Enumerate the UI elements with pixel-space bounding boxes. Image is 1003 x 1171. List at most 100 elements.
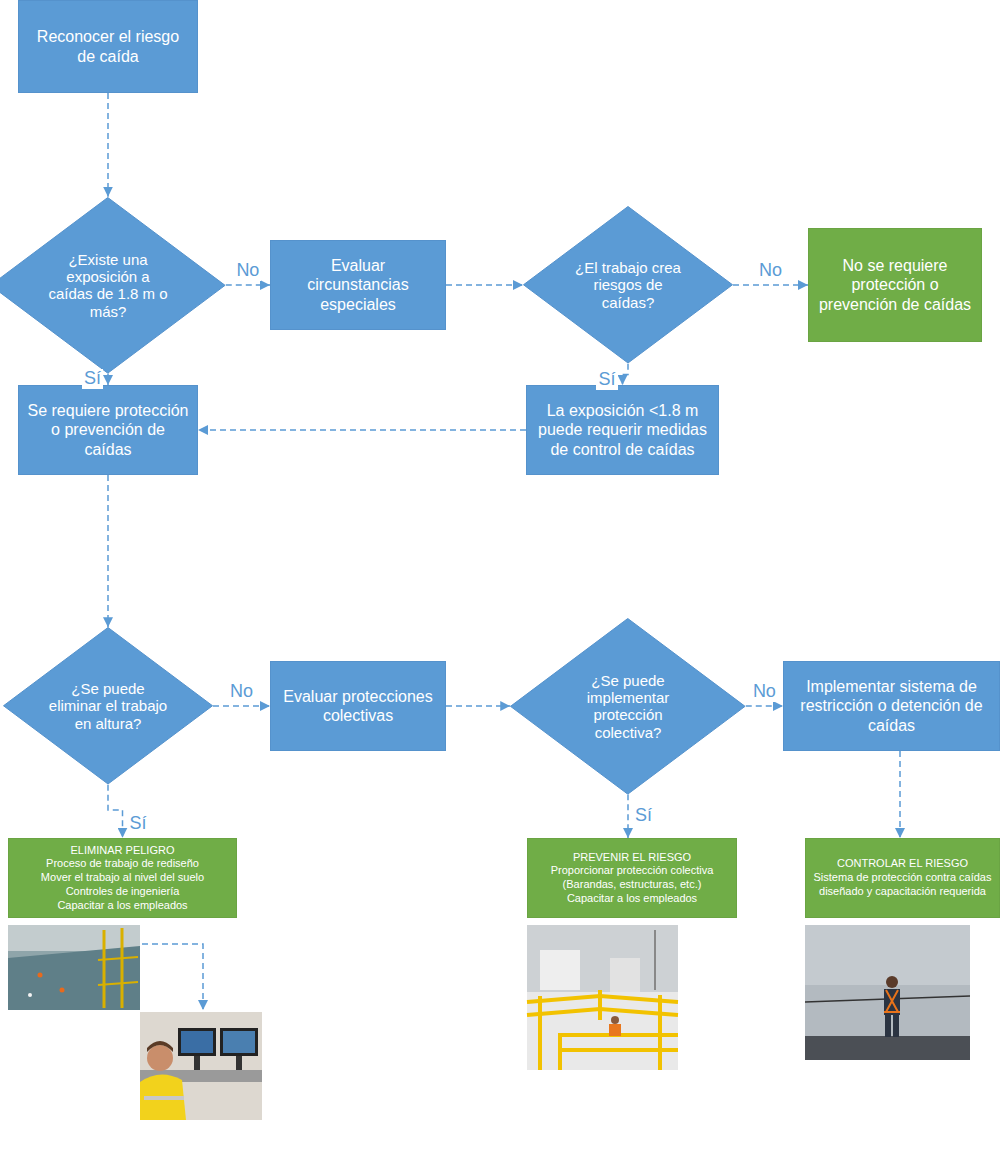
connector <box>213 705 270 707</box>
diamond-shape <box>4 628 213 785</box>
roof-floor <box>527 992 678 1070</box>
node-content: CONTROLAR EL RIESGOSistema de protección… <box>811 857 994 898</box>
photo-office <box>140 1012 262 1120</box>
node-content: ¿Existe una exposición a caídas de 1.8 m… <box>48 250 168 319</box>
scaffold-bar <box>121 928 124 1008</box>
node-content: ¿Se puede eliminar el trabajo en altura? <box>48 680 168 732</box>
photo-sky <box>8 925 140 951</box>
monitor-stand <box>236 1056 242 1070</box>
photo-background <box>527 925 678 1070</box>
edge-label: No <box>228 682 255 702</box>
result-box: No se requiere protección o prevención d… <box>808 228 982 342</box>
node-content: Evaluar protecciones colectivas <box>278 687 438 725</box>
edge-label: No <box>757 261 784 281</box>
edge-label: Sí <box>82 369 103 389</box>
node-text: ¿Se puede eliminar el trabajo en altura? <box>48 680 168 732</box>
guardrail-post <box>538 996 542 1070</box>
worker-figure <box>60 988 65 993</box>
worker-leg <box>893 1015 899 1037</box>
person-vest <box>140 1074 186 1120</box>
node-text: ¿Se puede implementar protección colecti… <box>568 671 688 740</box>
result-item: Capacitar a los empleados <box>14 899 231 913</box>
guardrail-post <box>598 990 602 1020</box>
photo-background <box>805 925 970 1060</box>
monitor-stand <box>194 1056 200 1070</box>
diamond-shape <box>0 197 225 373</box>
node-content: Se requiere protección o prevención de c… <box>26 401 190 459</box>
connector <box>107 93 109 197</box>
guardrail-post <box>658 995 662 1070</box>
edge-label: No <box>751 682 778 702</box>
guardrail <box>527 1009 678 1015</box>
photo-arrow <box>142 944 203 1010</box>
decision-diamond: ¿Se puede implementar protección colecti… <box>510 618 746 795</box>
connector <box>446 284 523 286</box>
process-box: Reconocer el riesgo de caída <box>18 0 198 93</box>
decision-diamond: ¿El trabajo crea riesgos de caídas? <box>523 206 733 364</box>
node-text: ¿El trabajo crea riesgos de caídas? <box>568 259 688 311</box>
result-heading: CONTROLAR EL RIESGO <box>811 857 994 871</box>
building <box>610 958 640 992</box>
guardrail <box>527 996 678 1002</box>
node-content: PREVENIR EL RIESGOProporcionar protecció… <box>533 851 731 906</box>
node-text: Implementar sistema de restricción o det… <box>791 677 992 735</box>
node-text: No se requiere protección o prevención d… <box>816 256 974 314</box>
worker-body <box>884 989 900 1015</box>
photo-background <box>140 1012 262 1120</box>
connector <box>226 284 270 286</box>
process-box: Implementar sistema de restricción o det… <box>783 661 1000 751</box>
connector <box>108 785 123 838</box>
result-item: Mover el trabajo al nivel del suelo <box>14 871 231 885</box>
worker-figure <box>28 993 32 997</box>
diamond-shape <box>524 207 733 364</box>
container-roof <box>805 1036 970 1060</box>
node-text: Se requiere protección o prevención de c… <box>26 401 190 459</box>
building <box>540 950 580 990</box>
photo-sky <box>805 925 970 985</box>
diamond-shape <box>511 618 746 794</box>
process-box: Evaluar protecciones colectivas <box>270 661 446 751</box>
node-content: La exposición <1.8 m puede requerir medi… <box>534 401 711 459</box>
node-text: ¿Existe una exposición a caídas de 1.8 m… <box>48 250 168 319</box>
process-box: Evaluar circunstancias especiales <box>270 240 446 330</box>
node-content: ¿El trabajo crea riesgos de caídas? <box>568 259 688 311</box>
connector <box>733 284 808 286</box>
process-box: La exposición <1.8 m puede requerir medi… <box>526 385 719 475</box>
node-content: ¿Se puede implementar protección colecti… <box>568 671 688 740</box>
node-content: Implementar sistema de restricción o det… <box>791 677 992 735</box>
edge-label: Sí <box>128 814 149 834</box>
result-item: Sistema de protección contra caídas dise… <box>811 871 994 899</box>
result-heading: ELIMINAR PELIGRO <box>14 844 231 858</box>
connector <box>746 705 783 707</box>
node-text: La exposición <1.8 m puede requerir medi… <box>534 401 711 459</box>
result-item: Proporcionar protección colectiva (Baran… <box>533 864 731 892</box>
node-text: Reconocer el riesgo de caída <box>26 27 190 65</box>
node-text: Evaluar circunstancias especiales <box>278 256 438 314</box>
edge-label: Sí <box>633 806 654 826</box>
node-content: Reconocer el riesgo de caída <box>26 27 190 65</box>
process-box: Se requiere protección o prevención de c… <box>18 385 198 475</box>
result-heading: PREVENIR EL RIESGO <box>533 851 731 865</box>
monitor-screen <box>181 1031 213 1053</box>
decision-diamond: ¿Se puede eliminar el trabajo en altura? <box>3 627 213 785</box>
edge-label: No <box>234 261 261 281</box>
node-text: Evaluar protecciones colectivas <box>278 687 438 725</box>
photo-background <box>8 925 140 1010</box>
connector <box>627 794 629 838</box>
result-item: Proceso de trabajo de rediseño <box>14 857 231 871</box>
worker-figure <box>38 973 43 978</box>
photo-guardrail <box>527 925 678 1070</box>
scaffold-bar <box>98 982 138 985</box>
monitor-screen <box>223 1031 255 1053</box>
person-head <box>147 1045 173 1071</box>
result-box: ELIMINAR PELIGROProceso de trabajo de re… <box>8 838 237 919</box>
monitor <box>220 1028 258 1056</box>
photo-harness <box>805 925 970 1060</box>
connector <box>623 364 629 385</box>
harness <box>884 990 900 1012</box>
edge-label: Sí <box>596 370 617 390</box>
